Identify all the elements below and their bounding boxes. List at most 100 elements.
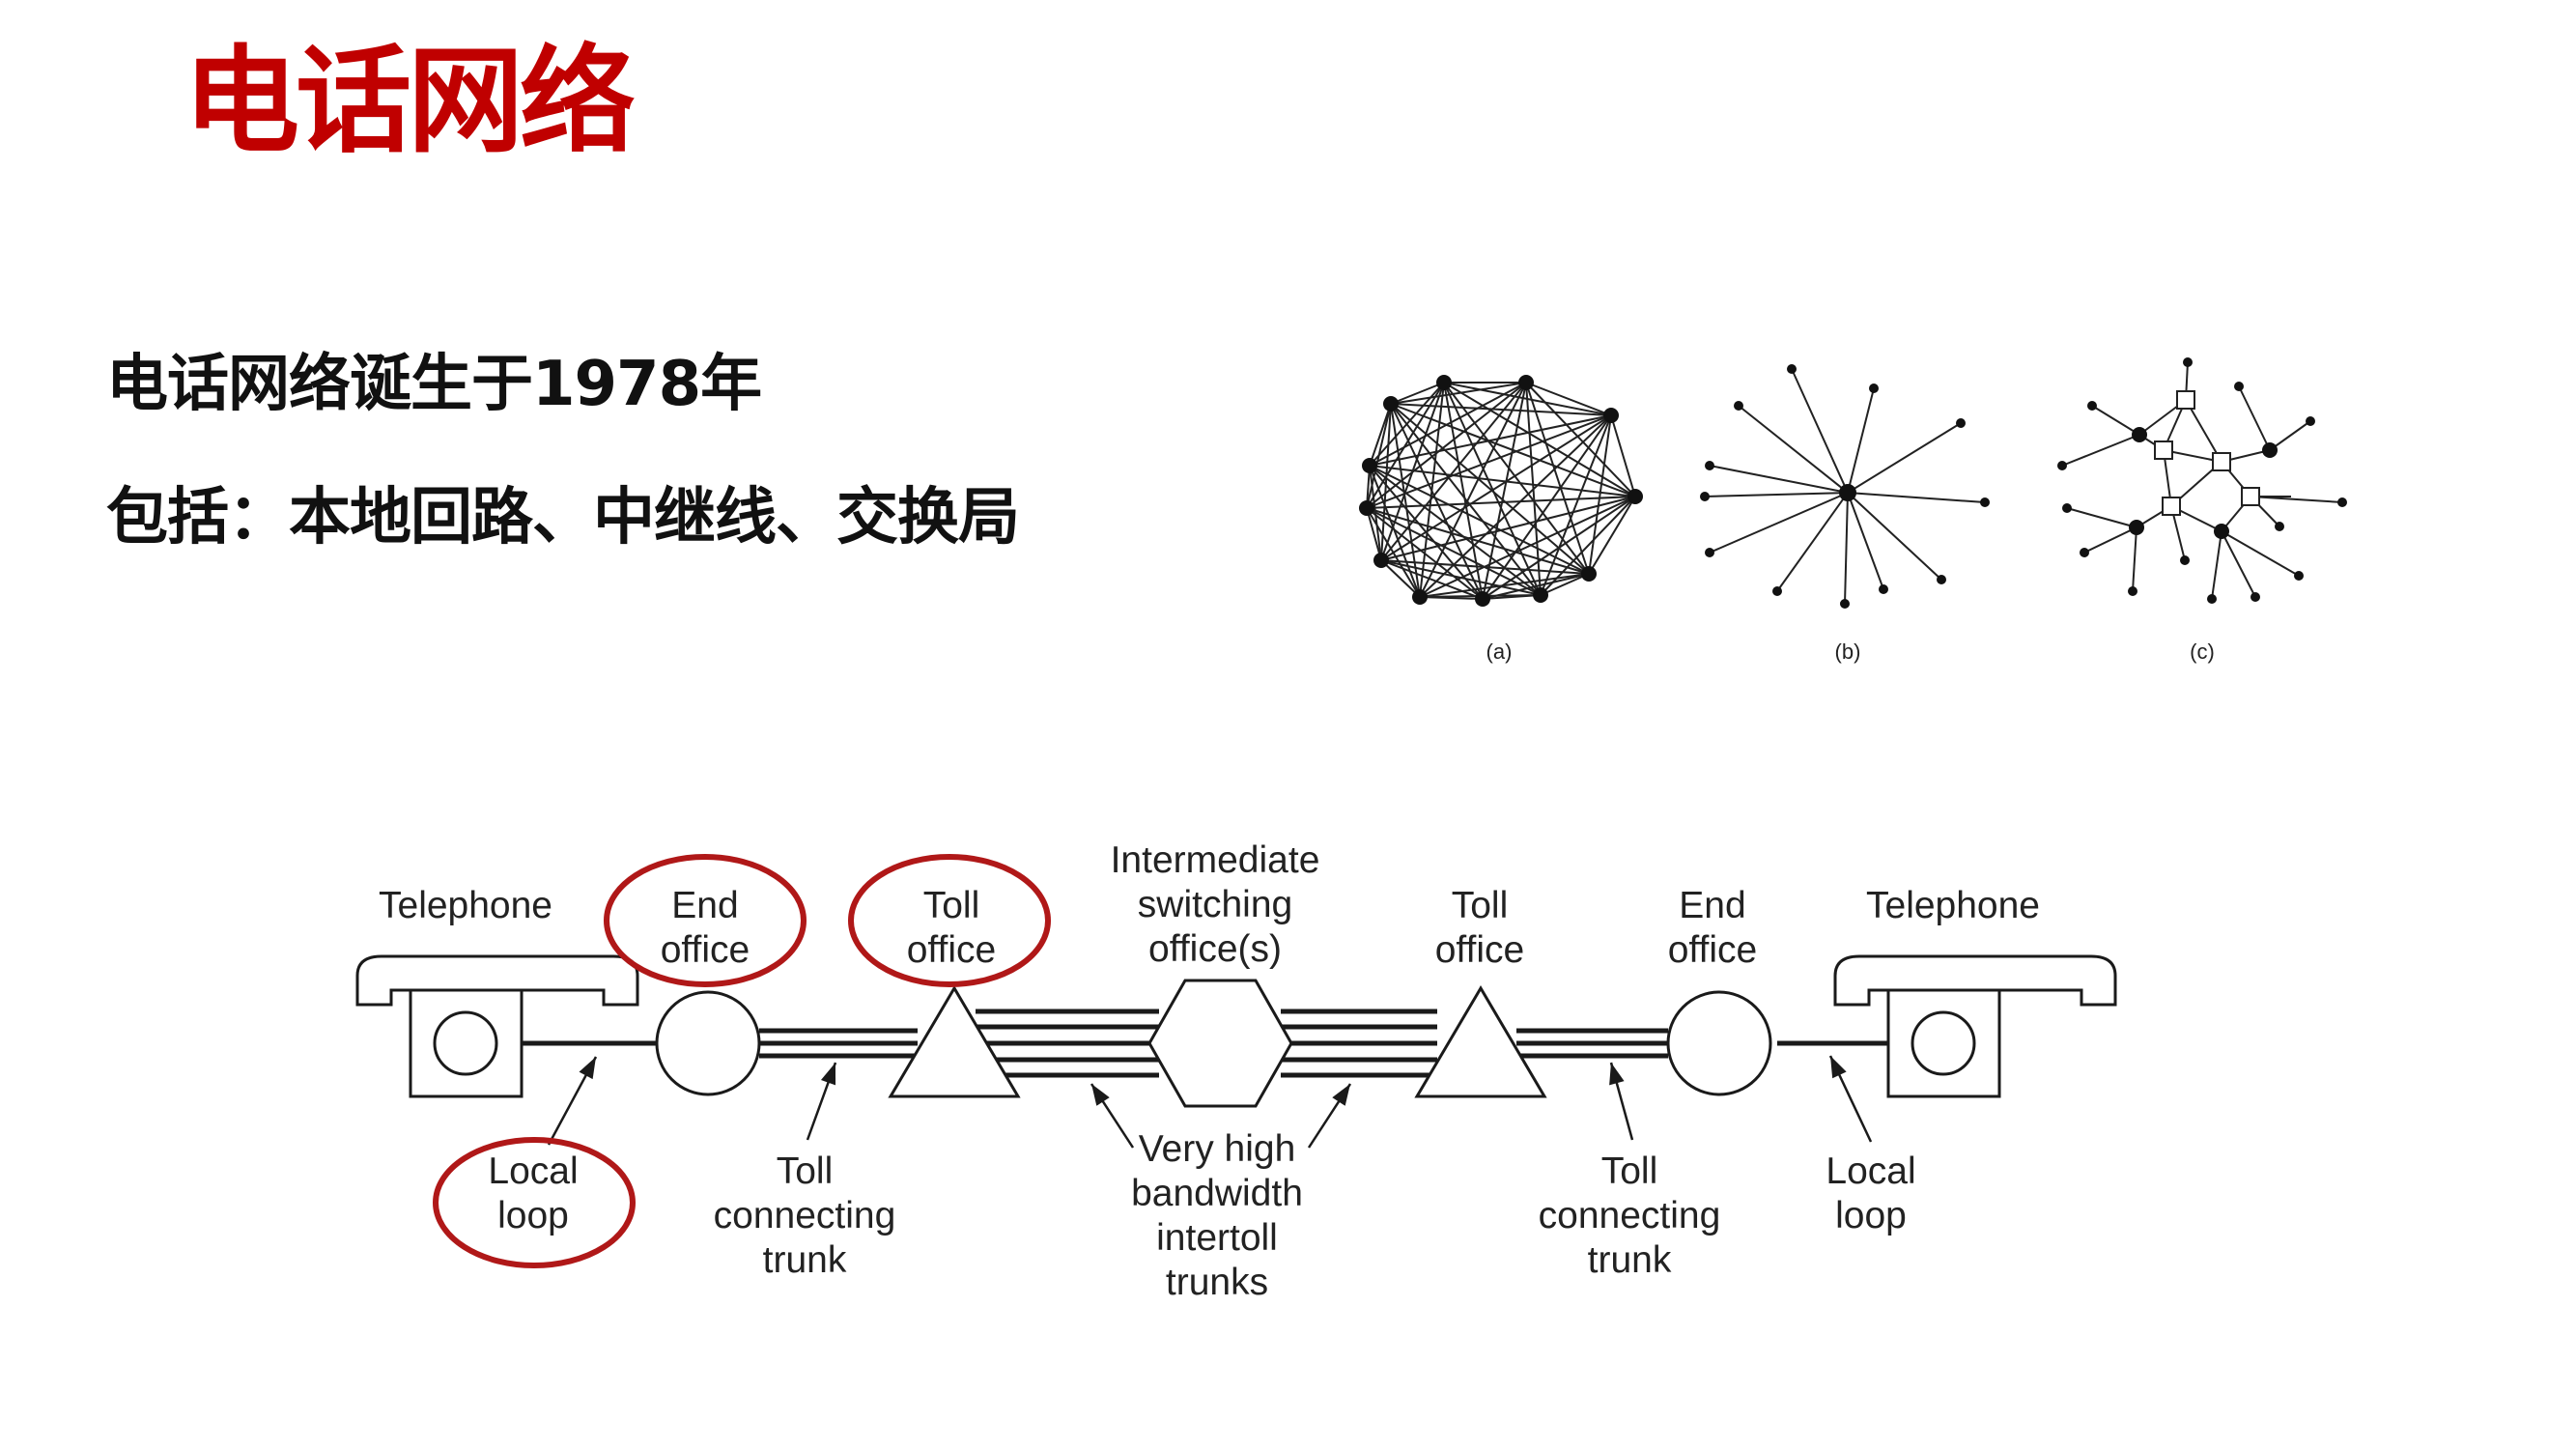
toll-office-right-label-line: Toll [1452, 885, 1509, 926]
intertoll-trunks-label-line: intertoll [1156, 1217, 1278, 1259]
mesh-link [1540, 414, 1612, 596]
telephone-right-label: Telephone [1866, 885, 2040, 926]
tree-leaf-node [2207, 594, 2217, 604]
end-office-highlight [604, 854, 807, 987]
tree-link [2221, 530, 2256, 598]
tree-link [2083, 526, 2137, 554]
local-loop-highlight [433, 1137, 636, 1268]
tree-leaf-node [2337, 497, 2347, 507]
tree-link [2132, 526, 2137, 592]
mesh-link [1366, 507, 1590, 575]
tree-link [2238, 385, 2271, 451]
tree-link [2066, 507, 2137, 528]
mesh-link [1380, 403, 1392, 561]
star-leaf-node [1937, 575, 1946, 584]
mesh-link [1366, 414, 1612, 509]
mesh-link [1419, 496, 1636, 598]
telephone-left-icon [355, 954, 639, 1098]
mesh-node [1412, 589, 1428, 605]
toll-office-right-node [1414, 985, 1547, 1098]
mesh-link [1380, 559, 1484, 600]
intertoll-trunks-label-line: Very high [1139, 1128, 1296, 1170]
end-office-right-label-line: End [1679, 885, 1745, 926]
local-loop-right-label-line: Local [1826, 1151, 1915, 1192]
end-office-right-label-line: office [1668, 929, 1758, 971]
mesh-node [1603, 408, 1619, 423]
tree-switch-node [2241, 487, 2260, 506]
end-office-left-node [655, 990, 761, 1096]
star-link [1709, 492, 1849, 554]
tree-link [2061, 434, 2140, 467]
star-leaf-node [1705, 461, 1714, 470]
mesh-link [1390, 403, 1590, 575]
local-loop-left-label-line: Local [488, 1151, 578, 1192]
mesh-link [1390, 382, 1527, 405]
star-leaf-node [1700, 492, 1710, 501]
tree-host-node [2129, 520, 2144, 535]
tree-link [2221, 530, 2300, 577]
local-loop-right-label-line: loop [1835, 1195, 1907, 1236]
tree-switch-node [2212, 452, 2231, 471]
mesh-link [1366, 507, 1484, 600]
star-link [1791, 368, 1849, 494]
end-office-left-label-line: End [671, 885, 738, 926]
mesh-link [1366, 507, 1382, 561]
intermediate-switching-label-line: Intermediate [1111, 839, 1320, 881]
mesh-node [1359, 500, 1374, 516]
star-leaf-node [1772, 586, 1782, 596]
arrow-head [1091, 1084, 1110, 1106]
arrow-head [1609, 1063, 1625, 1086]
star-link [1847, 492, 1942, 581]
tree-leaf-node [2087, 401, 2097, 411]
tree-leaf-node [2275, 522, 2284, 531]
mesh-link [1390, 382, 1445, 405]
star-link [1704, 492, 1849, 497]
mesh-node [1373, 553, 1389, 568]
star-leaf-node [1980, 497, 1990, 507]
mesh-link [1366, 403, 1392, 509]
local-loop-left-label-line: loop [497, 1195, 569, 1236]
mesh-link [1419, 573, 1590, 598]
toll-trunk-right-label-line: connecting [1539, 1195, 1721, 1236]
mesh-link [1369, 465, 1421, 598]
toll-trunk-left-label-line: connecting [714, 1195, 896, 1236]
star-link [1847, 492, 1884, 590]
mesh-link [1390, 403, 1421, 598]
toll-office-left-label-line: Toll [923, 885, 980, 926]
mesh-link [1525, 382, 1636, 497]
intertoll-right-arrow [1307, 1083, 1352, 1149]
tree-link [2269, 420, 2311, 451]
mesh-link [1482, 382, 1527, 600]
mesh-link [1610, 414, 1636, 497]
tree-host-node [2214, 524, 2229, 539]
telephone-handset [1833, 954, 2117, 1007]
topology-b-star [1700, 364, 1990, 609]
arrow-head [820, 1063, 836, 1086]
star-leaf-node [1705, 548, 1714, 557]
telephone-left-label: Telephone [379, 885, 552, 926]
mesh-link [1380, 496, 1636, 561]
mesh-link [1366, 507, 1542, 596]
bullet-history: 电话网络诞生于1978年 [106, 349, 762, 420]
toll-office-highlight [848, 854, 1051, 987]
mesh-link [1369, 465, 1542, 596]
topology-caption: (c) [2190, 639, 2215, 664]
tree-host-node [2262, 442, 2278, 458]
tree-host-node [2132, 427, 2147, 442]
tree-switch-node [2162, 497, 2181, 516]
mesh-link [1369, 414, 1612, 467]
tree-link [2250, 496, 2343, 503]
mesh-link [1419, 414, 1612, 598]
tree-link [2211, 530, 2222, 600]
end-office-right-node [1666, 990, 1772, 1096]
telephone-handset [355, 954, 639, 1007]
tree-switch-node [2176, 390, 2195, 410]
tree-leaf-node [2128, 586, 2137, 596]
mesh-link [1390, 403, 1542, 596]
